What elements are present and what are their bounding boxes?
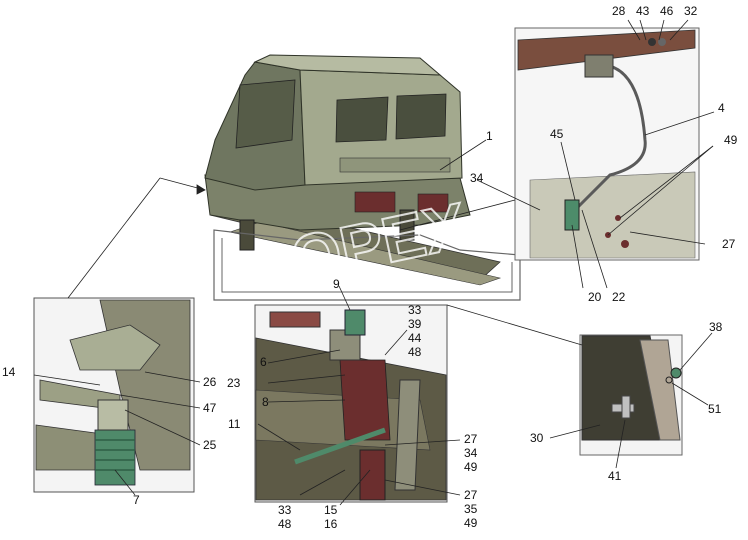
cab-assembly [204,54,502,286]
callout-38: 38 [709,320,723,334]
callout-32: 32 [684,4,698,18]
callout-46: 46 [660,4,674,18]
detail-panel-bracket [254,304,448,503]
callout-9: 9 [333,277,340,291]
detail-panel-pipe [514,27,700,261]
callout-51: 51 [708,402,722,416]
callout-8: 8 [262,395,269,409]
callout-27: 27 [722,237,736,251]
callout-6: 6 [260,355,267,369]
callout-25: 25 [203,438,217,452]
detail-panel-fitting [579,334,683,456]
callout-20: 20 [588,290,602,304]
callout-7: 7 [133,493,140,507]
callout-47: 47 [203,401,217,415]
callout-stack-33-39-44-48: 33 39 44 48 [408,303,422,359]
callout-stack-27-34-49: 27 34 49 [464,432,478,474]
callout-4: 4 [718,101,725,115]
callout-stack-27-35-49: 27 35 49 [464,488,478,530]
callout-stack-33-48: 33 48 [278,503,292,531]
callout-45: 45 [550,127,564,141]
detail-panel-hinge [33,297,195,493]
callout-26: 26 [203,375,217,389]
callout-28: 28 [612,4,626,18]
callout-23: 23 [227,376,241,390]
callout-41: 41 [608,469,622,483]
leader-lines [33,19,715,506]
callout-43: 43 [636,4,650,18]
callout-stack-15-16: 15 16 [324,503,338,531]
callout-14: 14 [2,365,16,379]
callout-11: 11 [228,417,241,431]
callout-1: 1 [486,129,493,143]
frame-contour [213,229,521,301]
callout-49: 49 [724,133,738,147]
callout-34: 34 [470,171,484,185]
callout-30: 30 [530,431,544,445]
callout-22: 22 [612,290,626,304]
